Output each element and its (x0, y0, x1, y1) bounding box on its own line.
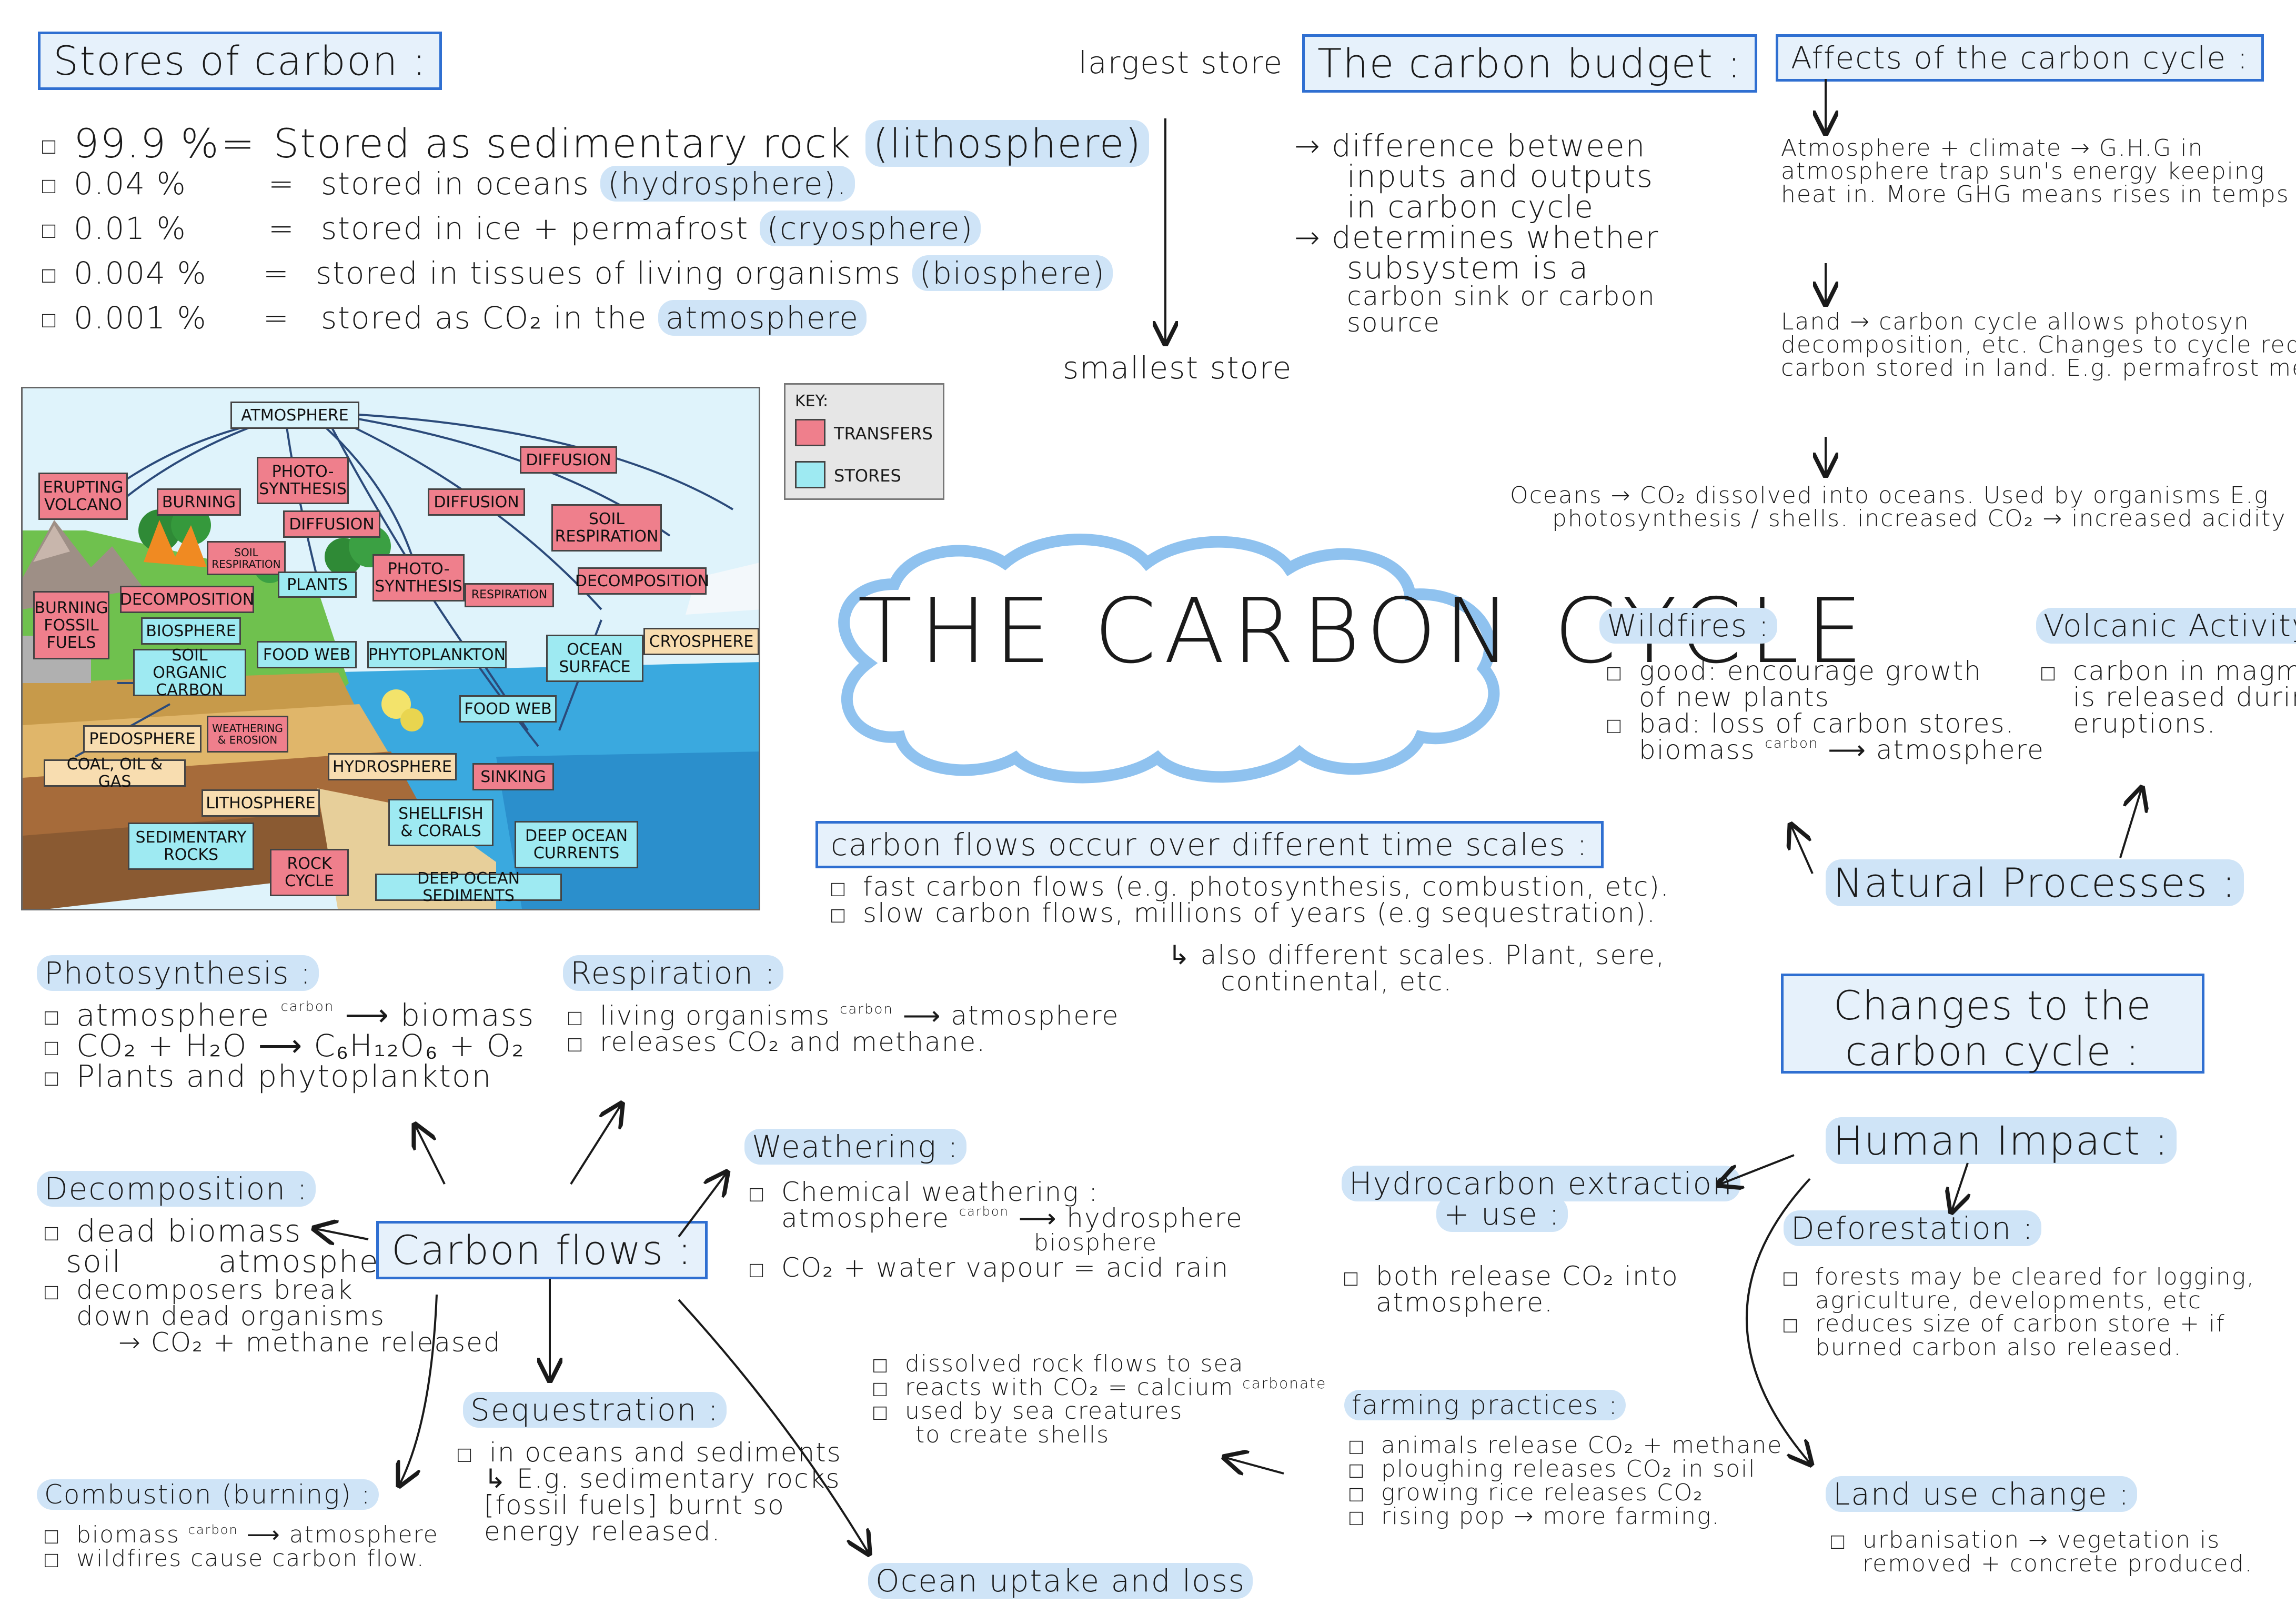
label-biosphere: BIOSPHERE (141, 617, 241, 645)
budget-title: The carbon budget : (1302, 34, 1757, 93)
label-cryosphere: CRYOSPHERE (643, 628, 759, 655)
label-diffusion-3: DIFFUSION (520, 446, 617, 474)
label-food-web-2: FOOD WEB (459, 695, 557, 723)
label-weathering-erosion: WEATHERING & EROSION (207, 716, 288, 753)
changes-title: Changes to the carbon cycle : (1781, 974, 2204, 1075)
label-respiration: RESPIRATION (465, 583, 554, 607)
label-diffusion-1: DIFFUSION (283, 510, 380, 538)
human-impact: Human Impact : (1826, 1117, 2177, 1164)
store-item: 0.04 %=stored in oceans (hydrosphere). (42, 166, 1149, 213)
wildfires-text: good: encourage growth of new plants bad… (1607, 658, 2045, 763)
respiration-text: living organisms carbon ⟶ atmosphere rel… (568, 1003, 1119, 1055)
weathering-title: Weathering : (744, 1129, 966, 1165)
label-deep-ocean-sediments: DEEP OCEAN SEDIMENTS (375, 870, 562, 905)
combustion-text: biomass carbon ⟶ atmosphere wildfires ca… (45, 1523, 439, 1571)
weathering-text: Chemical weathering : atmosphere carbon … (750, 1179, 1243, 1281)
label-photosynthesis-1: PHOTO-SYNTHESIS (257, 457, 349, 504)
store-item: 99.9 %=Stored as sedimentary rock (litho… (42, 120, 1150, 168)
largest-store-label: largest store (1079, 45, 1284, 81)
label-soil-organic-carbon: SOIL ORGANIC CARBON (133, 647, 246, 699)
label-deep-ocean-currents: DEEP OCEAN CURRENTS (515, 821, 638, 868)
label-photosynthesis-2: PHOTO-SYNTHESIS (372, 554, 465, 602)
label-atmosphere: ATMOSPHERE (230, 402, 359, 429)
diagram-key: KEY: TRANSFERS STORES (784, 383, 944, 500)
label-burning-fossil-fuels: BURNING FOSSIL FUELS (33, 591, 109, 659)
affects-atmosphere: Atmosphere + climate → G.H.G in atmosphe… (1781, 135, 2290, 208)
label-soil-respiration-2: SOIL RESPIRATION (207, 541, 286, 575)
store-item: 0.01 %=stored in ice + permafrost (cryos… (42, 210, 1149, 258)
store-item: 0.001 %=stored as CO₂ in the atmosphere (42, 300, 1149, 347)
affects-oceans: Oceans → CO₂ dissolved into oceans. Used… (1510, 482, 2287, 532)
label-lithosphere: LITHOSPHERE (202, 789, 320, 817)
timescales-title: carbon flows occur over different time s… (815, 821, 1604, 868)
volcanic-text: carbon in magma is released during erupt… (2041, 658, 2296, 737)
affects-title: Affects of the carbon cycle : (1776, 34, 2264, 82)
natural-processes: Natural Processes : (1826, 859, 2244, 906)
title-cloud (838, 534, 1500, 784)
label-hydrosphere: HYDROSPHERE (328, 753, 457, 780)
label-pedosphere: PEDOSPHERE (83, 725, 202, 753)
deforestation-title: Deforestation : (1784, 1210, 2042, 1246)
label-diffusion-2: DIFFUSION (428, 488, 525, 516)
wildfires-title: Wildfires : (1599, 608, 1778, 644)
transfer-swatch (795, 419, 825, 446)
combustion-title: Combustion (burning) : (37, 1479, 379, 1510)
volcanic-title: Volcanic Activity : (2036, 608, 2296, 644)
sequestration-title: Sequestration : (463, 1392, 727, 1428)
label-erupting-volcano: ERUPTING VOLCANO (38, 473, 128, 520)
label-sedimentary-rocks: SEDIMENTARY ROCKS (128, 823, 254, 870)
landuse-text: urbanisation → vegetation is removed + c… (1831, 1529, 2253, 1576)
hydrocarbon-text: both release CO₂ into atmosphere. (1344, 1263, 1679, 1316)
label-plants: PLANTS (278, 572, 357, 598)
farming-title: farming practices : (1344, 1390, 1626, 1420)
landuse-title: Land use change : (1826, 1476, 2138, 1512)
stores-title: Stores of carbon : (38, 32, 442, 90)
label-food-web-1: FOOD WEB (257, 641, 357, 668)
respiration-title: Respiration : (563, 955, 783, 991)
hydrocarbon-title: Hydrocarbon extraction + use : (1342, 1166, 1740, 1232)
budget-text: → difference between inputs and outputs … (1294, 128, 1659, 338)
store-item: 0.004 %=stored in tissues of living orga… (42, 255, 1149, 303)
label-rock-cycle: ROCK CYCLE (270, 849, 349, 896)
label-shellfish-corals: SHELLFISH & CORALS (388, 799, 494, 846)
label-decomposition-1: DECOMPOSITION (120, 586, 254, 613)
farming-text: animals release CO₂ + methane ploughing … (1350, 1434, 1783, 1529)
stores-list: 99.9 %=Stored as sedimentary rock (litho… (42, 120, 1150, 347)
label-burning: BURNING (157, 488, 241, 516)
label-sinking: SINKING (472, 763, 554, 790)
label-soil-respiration-1: SOIL RESPIRATION (551, 504, 662, 552)
decomposition-title: Decomposition : (37, 1171, 316, 1207)
label-coal-oil-gas: COAL, OIL & GAS (44, 756, 186, 790)
carbon-flows-box: Carbon flows : (376, 1221, 708, 1279)
timescales-text: fast carbon flows (e.g. photosynthesis, … (831, 874, 1670, 995)
ocean-uptake: Ocean uptake and loss (868, 1563, 1253, 1599)
label-ocean-surface: OCEAN SURFACE (546, 635, 643, 682)
store-swatch (795, 461, 825, 488)
smallest-store-label: smallest store (1063, 350, 1293, 386)
label-decomposition-2: DECOMPOSITION (575, 567, 709, 595)
deforestation-text: forests may be cleared for logging, agri… (1784, 1266, 2255, 1359)
sequestration-text: in oceans and sediments ↳ E.g. sedimenta… (458, 1439, 842, 1545)
affects-land: Land → carbon cycle allows photosyn deco… (1781, 308, 2296, 382)
label-phytoplankton: PHYTOPLANKTON (367, 641, 507, 668)
photosynthesis-title: Photosynthesis : (37, 955, 319, 991)
weathering-subs: dissolved rock flows to sea reacts with … (873, 1352, 1326, 1447)
carbon-cycle-diagram: ATMOSPHERE ERUPTING VOLCANO BURNING PHOT… (21, 387, 760, 910)
photosynthesis-text: atmosphere carbon ⟶ biomass CO₂ + H₂O ⟶ … (45, 1000, 535, 1091)
